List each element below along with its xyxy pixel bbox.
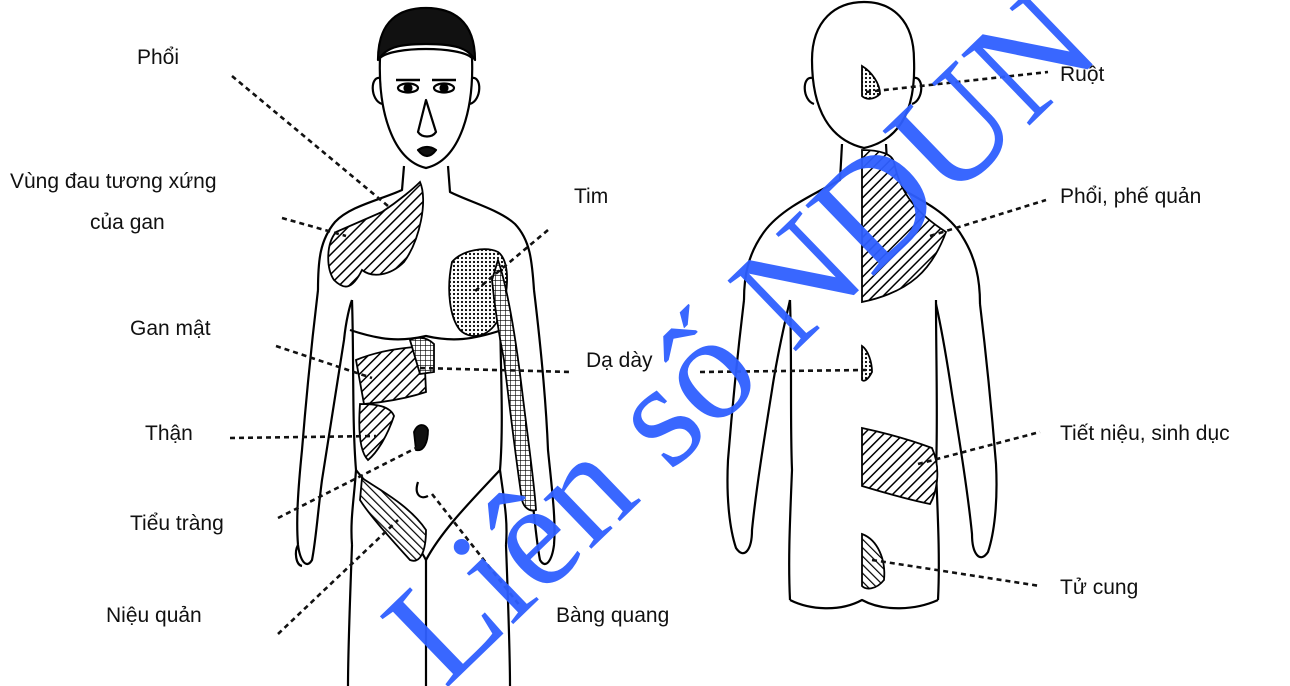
label-gallbladder: Gan mật — [130, 317, 211, 340]
label-ureter: Niệu quản — [106, 604, 202, 627]
label-heart: Tim — [574, 185, 608, 208]
label-urogenital: Tiết niệu, sinh dục — [1060, 422, 1230, 445]
kidney-region — [359, 404, 394, 460]
label-uterus: Tử cung — [1060, 576, 1138, 599]
label-liver-referred-line1: Vùng đau tương xứng — [10, 170, 217, 193]
liver-referred-region — [328, 182, 423, 287]
small-intestine-region — [414, 425, 428, 450]
urogenital-region-back — [862, 428, 937, 504]
label-small-intestine: Tiểu tràng — [130, 512, 224, 535]
stomach-region-back — [862, 346, 872, 381]
label-kidney: Thận — [145, 422, 193, 445]
label-liver-referred-line2: của gan — [90, 211, 165, 234]
label-lung-bronchi: Phổi, phế quản — [1060, 185, 1201, 208]
label-lung: Phổi — [137, 46, 179, 69]
